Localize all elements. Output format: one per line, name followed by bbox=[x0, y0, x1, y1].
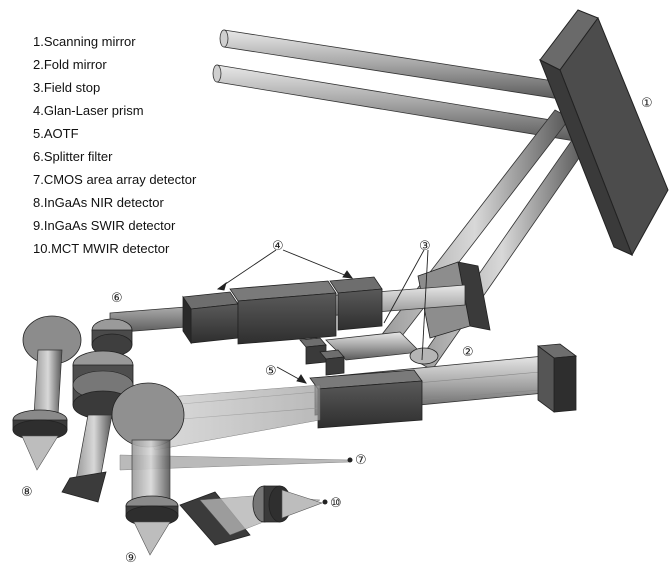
callout-4: ④ bbox=[272, 239, 284, 254]
legend-item-cmos-detector: 7.CMOS area array detector bbox=[33, 172, 197, 187]
callout-2: ② bbox=[462, 345, 474, 360]
legend-item-field-stop: 3.Field stop bbox=[33, 80, 101, 95]
legend-item-swir-detector: 9.InGaAs SWIR detector bbox=[33, 218, 176, 233]
cmos-beam-tube bbox=[61, 414, 113, 503]
nir-beam-tube bbox=[33, 349, 63, 416]
swir-beam-tube bbox=[131, 439, 171, 506]
mwir-detector bbox=[322, 499, 328, 505]
callout-9: ⑨ bbox=[125, 551, 137, 563]
legend-item-aotf: 5.AOTF bbox=[33, 126, 79, 141]
legend-item-fold-mirror: 2.Fold mirror bbox=[33, 57, 107, 72]
callout-3: ③ bbox=[419, 239, 431, 254]
component-legend: 1.Scanning mirror 2.Fold mirror 3.Field … bbox=[33, 30, 196, 260]
aotf-lower-block bbox=[309, 369, 423, 429]
swir-lens bbox=[125, 495, 179, 556]
cmos-detector bbox=[347, 457, 353, 463]
callout-1: ① bbox=[641, 96, 653, 111]
glan-laser-prism-left bbox=[182, 291, 239, 345]
legend-item-mwir-detector: 10.MCT MWIR detector bbox=[33, 241, 170, 256]
main-mirror bbox=[111, 382, 185, 448]
mwir-lens bbox=[252, 485, 323, 523]
legend-item-glan-laser-prism: 4.Glan-Laser prism bbox=[33, 103, 144, 118]
legend-item-scanning-mirror: 1.Scanning mirror bbox=[33, 34, 136, 49]
fold-mirror bbox=[409, 347, 439, 365]
callout-6: ⑥ bbox=[111, 291, 123, 306]
field-stop-block-upper bbox=[299, 337, 327, 365]
glan-laser-prism-right bbox=[329, 276, 383, 331]
callout-5: ⑤ bbox=[265, 364, 277, 379]
callout-7: ⑦ bbox=[355, 453, 367, 468]
callout-10: ⑩ bbox=[330, 496, 342, 511]
field-stop-housing bbox=[417, 261, 491, 339]
nir-lens bbox=[12, 409, 68, 471]
legend-item-nir-detector: 8.InGaAs NIR detector bbox=[33, 195, 164, 210]
legend-item-splitter-filter: 6.Splitter filter bbox=[33, 149, 113, 164]
field-stop-block-lower bbox=[319, 349, 345, 376]
aotf-upper-block bbox=[229, 280, 337, 345]
callout-8: ⑧ bbox=[21, 485, 33, 500]
callout-leaders bbox=[216, 249, 429, 384]
glan-laser-prism-lower-right bbox=[536, 343, 578, 413]
splitter-filter-upper bbox=[91, 318, 133, 357]
scanning-mirror bbox=[539, 9, 669, 257]
